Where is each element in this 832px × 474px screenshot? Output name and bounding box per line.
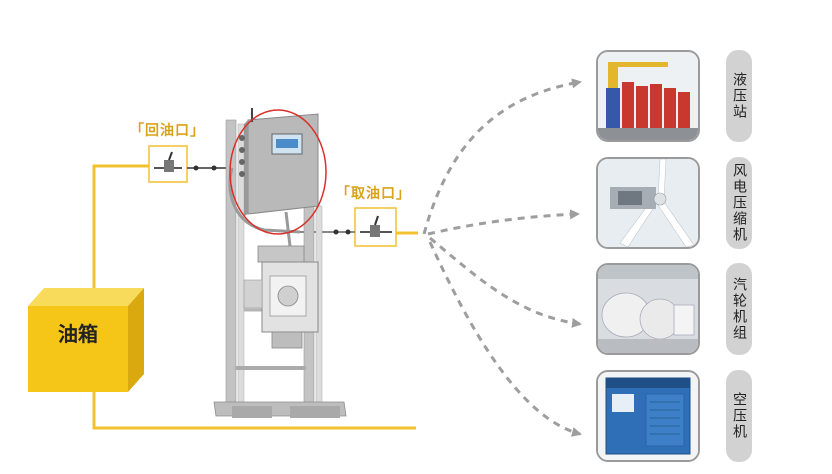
return-port-valve: [148, 145, 232, 183]
oil-tank: [28, 288, 144, 392]
oil-monitor-device: [213, 108, 347, 418]
arrow-to-wind-compressor: [427, 209, 580, 236]
app-tag-hydraulic-station: 液压站: [726, 50, 752, 142]
wind-turbine-photo: [596, 157, 700, 249]
return-pipe: [92, 164, 150, 288]
intake-port-label: 「取油口」: [336, 186, 411, 202]
hydraulic-station-photo: [596, 50, 700, 142]
app-tag-steam-turbine: 汽轮机组: [726, 263, 752, 355]
app-tag-wind-compressor: 风电压缩机: [726, 157, 752, 249]
arrow-to-hydraulic-station: [422, 78, 582, 235]
intake-port-valve: [300, 207, 397, 247]
highlight-circle: [229, 109, 327, 235]
arrow-to-steam-turbine: [429, 236, 582, 328]
air-compressor-photo: [596, 370, 700, 462]
oil-tank-label: 油箱: [58, 322, 98, 346]
steam-turbine-photo: [596, 263, 700, 355]
oil-pipes: [92, 164, 418, 430]
bottom-pipe: [92, 392, 416, 430]
app-tag-air-compressor: 空压机: [726, 370, 752, 462]
arrow-to-air-compressor: [428, 241, 582, 437]
return-port-label: 「回油口」: [130, 123, 205, 139]
distribution-arrows: [422, 78, 582, 437]
